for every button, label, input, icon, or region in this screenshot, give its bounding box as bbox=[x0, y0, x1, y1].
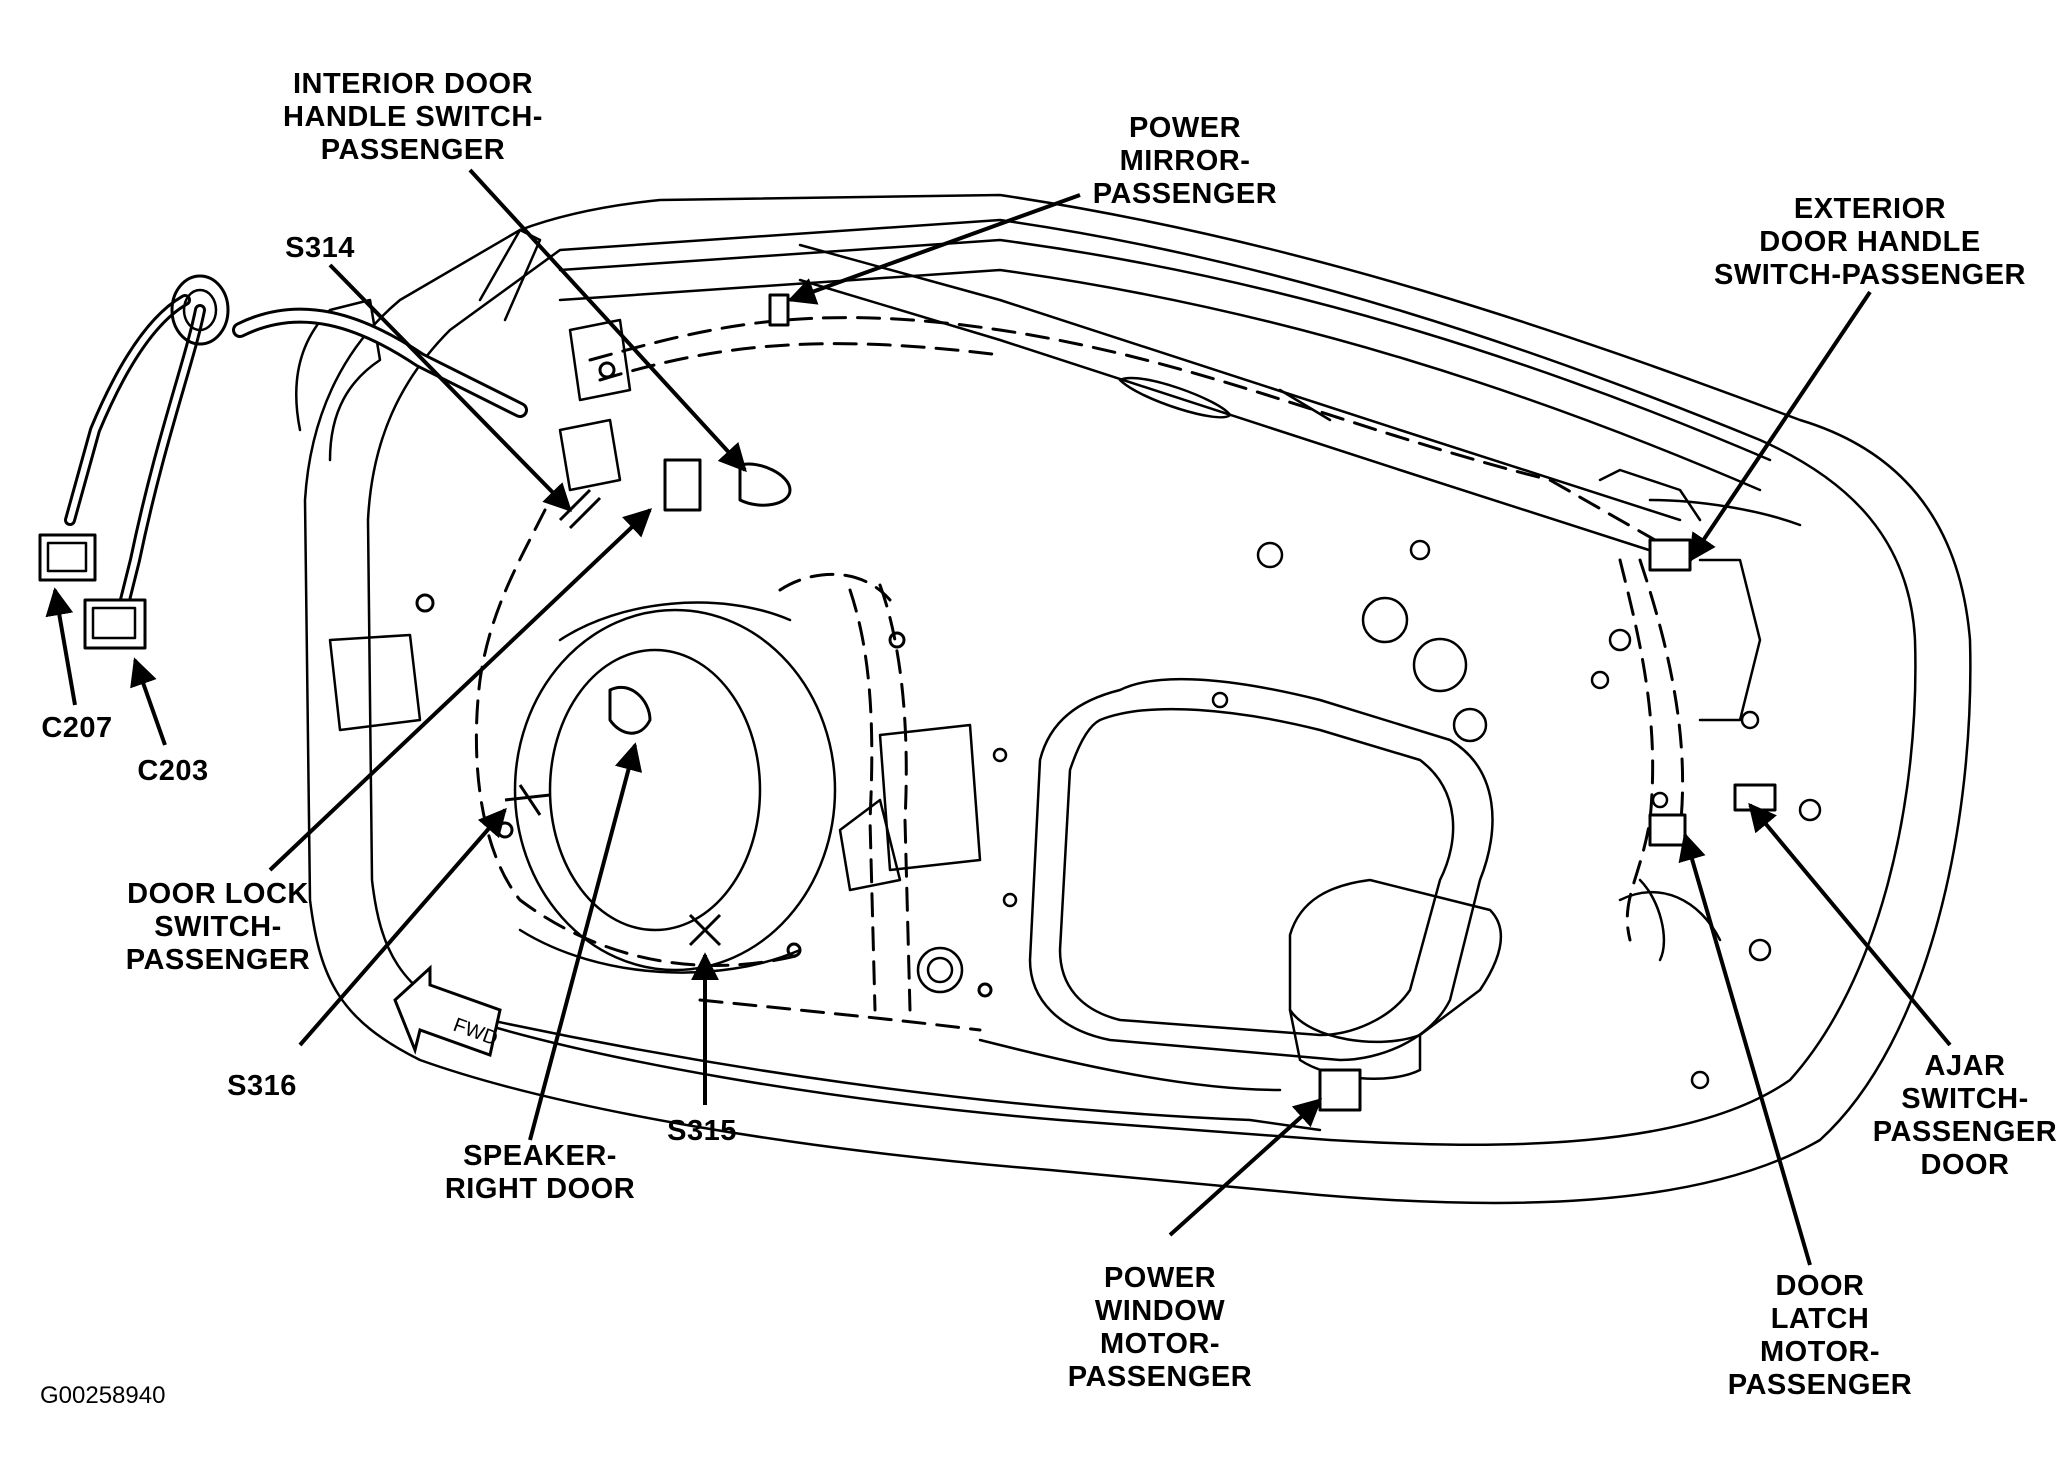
label-door-latch-motor: DOOR LATCH MOTOR- PASSENGER bbox=[1727, 1270, 1913, 1401]
arrow-s316 bbox=[298, 807, 507, 1047]
arrow-speaker bbox=[528, 742, 643, 1141]
label-interior-door-handle: INTERIOR DOOR HANDLE SWITCH- PASSENGER bbox=[283, 68, 543, 166]
label-speaker: SPEAKER- RIGHT DOOR bbox=[444, 1140, 636, 1205]
label-s315: S315 bbox=[667, 1115, 737, 1147]
splice-marks bbox=[504, 488, 722, 947]
arrow-interior-door-handle bbox=[468, 168, 747, 473]
arrow-exterior-door-handle bbox=[1688, 290, 1872, 563]
arrow-door-latch-motor bbox=[1678, 832, 1812, 1266]
label-s314: S314 bbox=[285, 232, 355, 264]
arrow-door-lock-switch bbox=[268, 508, 653, 872]
arrow-s314 bbox=[328, 263, 572, 513]
arrow-power-window-motor bbox=[1168, 1098, 1323, 1237]
leader-arrows bbox=[45, 168, 1952, 1266]
label-c203: C203 bbox=[137, 755, 209, 787]
label-s316: S316 bbox=[227, 1070, 297, 1102]
label-exterior-door-handle: EXTERIOR DOOR HANDLE SWITCH-PASSENGER bbox=[1714, 193, 2026, 291]
arrow-c203 bbox=[130, 657, 167, 746]
label-door-lock-switch: DOOR LOCK SWITCH- PASSENGER bbox=[125, 878, 311, 976]
fwd-arrow bbox=[393, 964, 502, 1057]
label-c207: C207 bbox=[41, 712, 113, 744]
figure-id: G00258940 bbox=[40, 1382, 166, 1409]
arrow-c207 bbox=[45, 587, 77, 706]
label-ajar-switch: AJAR SWITCH- PASSENGER DOOR bbox=[1872, 1050, 2058, 1181]
arrow-ajar-switch bbox=[1748, 802, 1952, 1047]
label-power-mirror: POWER MIRROR- PASSENGER bbox=[1092, 112, 1278, 210]
arrow-power-mirror bbox=[787, 193, 1081, 305]
door-outline bbox=[38, 193, 1972, 1205]
label-power-window-motor: POWER WINDOW MOTOR- PASSENGER bbox=[1067, 1262, 1253, 1393]
